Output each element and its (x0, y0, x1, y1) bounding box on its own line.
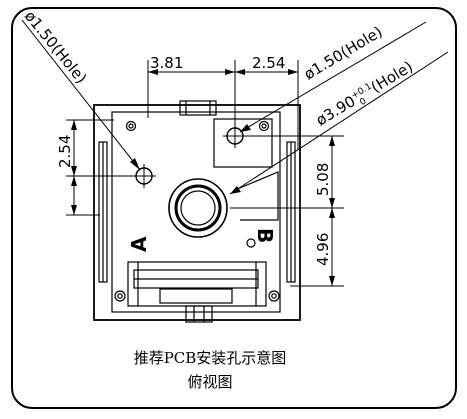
outer-frame (11, 7, 457, 409)
pin-label-b: B (253, 228, 277, 243)
leader-lines (21, 19, 449, 195)
dim-right-upper: 5.08 (314, 163, 332, 196)
callout-hole-left: ø1.50(Hole) (21, 7, 90, 87)
caption-subtitle: 俯视图 (187, 373, 232, 391)
caption-title: 推荐PCB安装孔示意图 (134, 349, 287, 367)
dimension-arrows (71, 69, 335, 286)
dim-top-right: 2.54 (252, 54, 285, 72)
dim-top-left: 3.81 (150, 54, 183, 72)
callout-center-hole-tol-lower: 0 (358, 96, 368, 108)
component-body (93, 100, 301, 323)
hole-center (168, 178, 228, 238)
pin-label-a: A (127, 236, 151, 252)
dim-left-vertical: 2.54 (56, 135, 74, 168)
dim-right-lower: 4.96 (314, 233, 332, 266)
callout-center-hole-suffix: (Hole) (368, 57, 416, 96)
dimension-lines (66, 60, 344, 287)
leader-arrows (130, 124, 251, 194)
